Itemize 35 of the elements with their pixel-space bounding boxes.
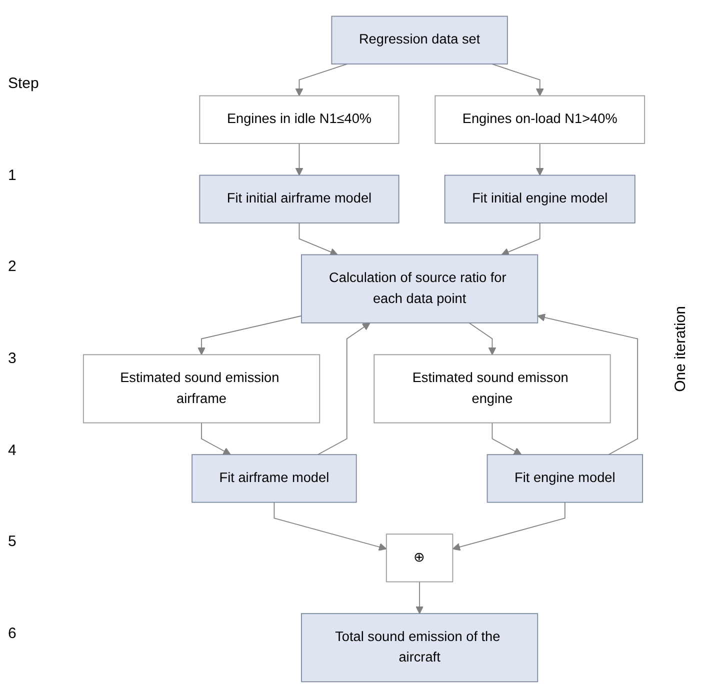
node-box: Fit airframe model bbox=[192, 454, 357, 502]
node-box: Fit initial airframe model bbox=[199, 174, 400, 223]
node-box: Regression data set bbox=[331, 15, 508, 64]
step-number: 6 bbox=[8, 624, 18, 642]
step-number: 4 bbox=[8, 442, 18, 459]
arrow bbox=[198, 314, 302, 355]
arrow bbox=[416, 580, 424, 614]
arrow bbox=[491, 63, 544, 96]
arrow bbox=[274, 501, 387, 550]
node-box: Fit initial engine model bbox=[444, 174, 636, 223]
arrow bbox=[201, 422, 231, 454]
step-number: 1 bbox=[8, 166, 18, 184]
node-box: Engines on-load N1>40% bbox=[434, 94, 646, 144]
arrow bbox=[295, 142, 304, 176]
node-box: Engines in idle N1≤40% bbox=[199, 94, 400, 144]
node-box: Estimated sound emisson engine bbox=[374, 354, 611, 423]
arrow bbox=[501, 222, 540, 256]
node-box: ⊕ bbox=[386, 533, 454, 582]
step-heading: Step bbox=[8, 75, 40, 92]
iteration-label: One iteration bbox=[672, 306, 688, 392]
arrow bbox=[536, 142, 544, 176]
step-number: 2 bbox=[8, 258, 18, 276]
node-box: Fit engine model bbox=[486, 454, 643, 502]
arrow bbox=[452, 501, 566, 550]
node-box: Total sound emission of the aircraft bbox=[301, 612, 538, 682]
node-box: Estimated sound emission airframe bbox=[82, 354, 320, 423]
step-number: 5 bbox=[8, 533, 18, 550]
arrow bbox=[537, 313, 638, 455]
step-number: 3 bbox=[8, 350, 18, 367]
arrow bbox=[295, 63, 348, 96]
arrow bbox=[298, 222, 338, 256]
arrow bbox=[317, 322, 370, 455]
arrow bbox=[492, 422, 522, 454]
node-box: Calculation of source ratio for each data point bbox=[301, 254, 538, 323]
arrow bbox=[468, 322, 496, 355]
